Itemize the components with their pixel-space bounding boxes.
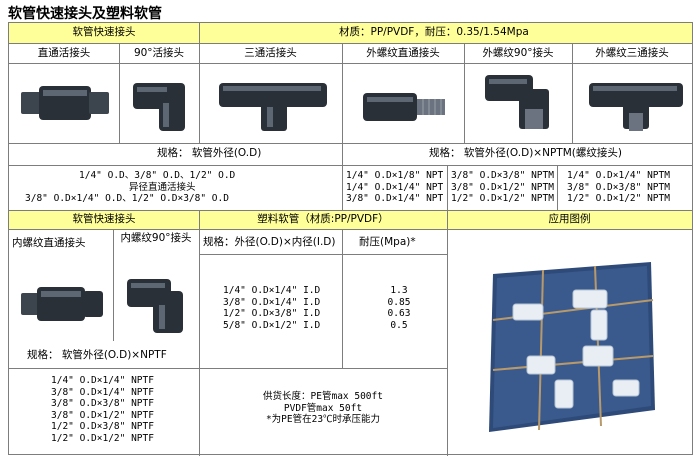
bottom-header-application: 应用图例 (548, 213, 591, 225)
90-union-image (133, 83, 185, 131)
tubing-pressure-list: 1.3 0.85 0.63 0.5 (387, 285, 411, 331)
tubing-spec-list: 1/4" O.D×1/4" I.D 3/8" O.D×1/4" I.D 1/2"… (223, 285, 321, 331)
female-90-image (127, 279, 183, 333)
spec-label-od: 规格： 软管外径(O.D) (157, 147, 262, 159)
spec-label-od-nptm: 规格： 软管外径(O.D)×NPTM(螺纹接头) (429, 147, 622, 159)
sizes-male-straight-list: 1/4" O.D×1/8" NPT 1/4" O.D×1/4" NPT 3/8"… (346, 170, 444, 204)
sizes-union-list: 1/4" O.D、3/8" O.D、1/2" O.D 异径直通活接头 3/8" … (25, 170, 236, 204)
bottom-header-tubing: 塑料软管（材质:PP/PVDF） (257, 213, 389, 225)
bottom-header-bar (9, 210, 692, 229)
bottom-header-fittings: 软管快速接头 (72, 213, 136, 225)
product-table: 软管快速接头 材质：PP/PVDF，耐压：0.35/1.54Mpa 直通活接头 … (8, 22, 693, 456)
top-header-bar (9, 23, 692, 43)
tubing-spec-header: 规格：外径(O.D)×内径(I.D) (203, 236, 336, 248)
sizes-male-90-list: 3/8" O.D×3/8" NPTM 3/8" O.D×1/2" NPTM 1/… (451, 170, 554, 204)
product-name-tee-union: 三通活接头 (244, 47, 297, 59)
tubing-pressure-header: 耐压(Mpa)* (359, 236, 416, 248)
top-header-material: 材质：PP/PVDF，耐压：0.35/1.54Mpa (339, 26, 529, 38)
sizes-male-tee-list: 1/4" O.D×1/4" NPTM 3/8" O.D×3/8" NPTM 1/… (567, 170, 670, 204)
product-name-male-tee: 外螺纹三通接头 (595, 47, 669, 59)
supply-notes: 供货长度：PE管max 500ft PVDF管max 50ft *为PE管在23… (263, 391, 383, 425)
spec-label-od-nptf: 规格： 软管外径(O.D)×NPTF (27, 349, 167, 361)
male-straight-image (363, 93, 445, 121)
top-header-fittings: 软管快速接头 (72, 26, 136, 38)
male-90-image (485, 75, 549, 129)
product-name-90-union: 90°活接头 (133, 47, 185, 59)
female-straight-image (21, 287, 103, 321)
product-name-male-90: 外螺纹90°接头 (482, 47, 554, 59)
male-tee-image (589, 83, 683, 131)
product-name-male-straight: 外螺纹直通接头 (366, 47, 440, 59)
application-image (489, 262, 655, 432)
sizes-nptf-list: 1/4" O.D×1/4" NPTF 3/8" O.D×1/4" NPTF 3/… (51, 375, 154, 444)
product-name-female-90: 内螺纹90°接头 (120, 232, 192, 244)
page-title: 软管快速接头及塑料软管 (8, 6, 162, 22)
product-name-female-straight: 内螺纹直通接头 (12, 237, 86, 249)
straight-union-image (21, 86, 109, 120)
product-name-straight-union: 直通活接头 (37, 47, 91, 59)
tee-union-image (219, 83, 327, 131)
